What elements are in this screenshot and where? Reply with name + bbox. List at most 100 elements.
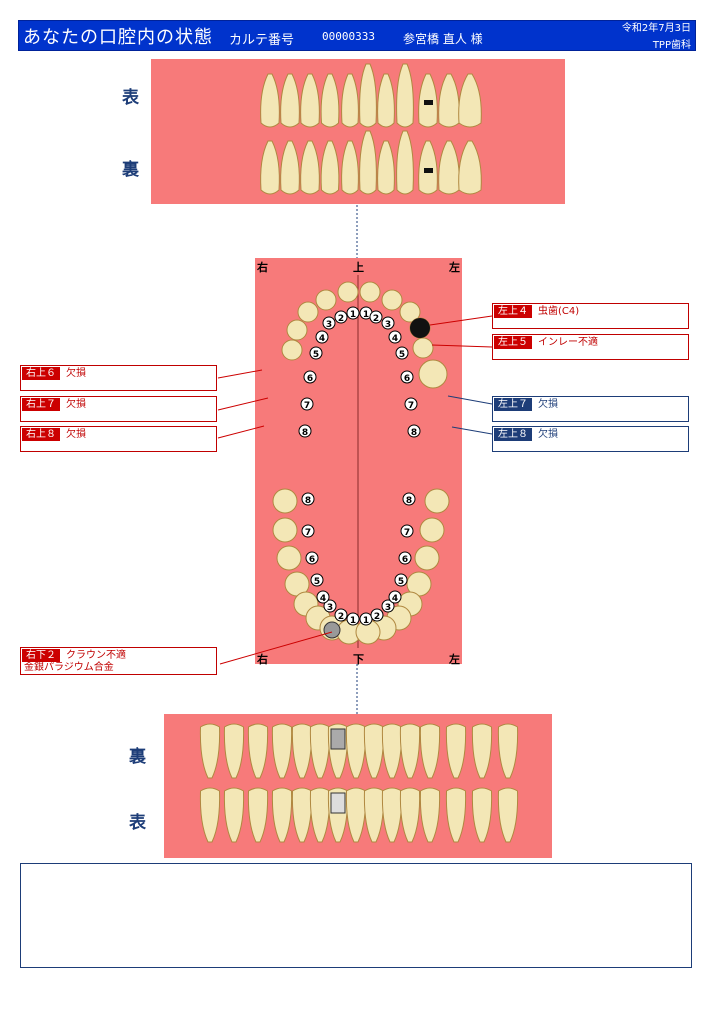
lower-front-tooth (419, 787, 441, 843)
lower-arch-tooth (419, 517, 445, 543)
upper-right-tooth-number: 5 (313, 350, 319, 360)
upper-back-tooth (300, 140, 320, 195)
lower-back-tooth (247, 723, 269, 779)
upper-right-tooth-number: 4 (319, 334, 325, 344)
leader-line (431, 344, 493, 348)
upper-left-tooth-circle (395, 346, 409, 360)
upper-left-tooth-circle (404, 397, 418, 411)
lower-right-tooth-circle (323, 599, 337, 613)
upper-front-tooth (280, 73, 300, 128)
note-upper-right-8: 右上８ 欠損 (20, 426, 217, 452)
upper-left-tooth-number: 4 (392, 334, 398, 344)
lower-back-tooth (399, 723, 421, 779)
lower-right-tooth-number: 4 (320, 594, 326, 604)
lower-front-tooth (309, 787, 331, 843)
upper-right-tooth-circle (315, 330, 329, 344)
upper-right-tooth-circle (298, 424, 312, 438)
lower-left-tooth-number: 8 (406, 496, 412, 506)
lower-front-tooth (291, 787, 313, 843)
lower-front-tooth (363, 787, 385, 843)
lower-arch-tooth (272, 517, 298, 543)
upper-back-tooth (359, 130, 377, 195)
leader-line (219, 631, 333, 665)
patient-name: 参宮橋 直人 様 (403, 32, 483, 46)
lower-right-tooth-number: 6 (309, 555, 315, 565)
karte-number: 00000333 (322, 30, 375, 43)
upper-left-tooth-circle (388, 330, 402, 344)
lower-back-tooth (199, 723, 221, 779)
lower-back-tooth (381, 723, 403, 779)
upper-right-tooth-number: 6 (307, 374, 313, 384)
note-upper-left-4: 左上４ 虫歯(C4) (492, 303, 689, 329)
lower-arch-tooth (414, 545, 440, 571)
lower-left-tooth-number: 6 (402, 555, 408, 565)
karte-label: カルテ番号 (229, 33, 295, 48)
lower-right-tooth-number: 7 (305, 528, 311, 538)
note-lower-right-2: 右下２ クラウン不適 金銀パラジウム合金 (20, 647, 217, 675)
lower-right-tooth-circle (305, 551, 319, 565)
lower-front-tooth (381, 787, 403, 843)
lower-left-tooth-circle (394, 573, 408, 587)
lower-left-tooth-circle (388, 590, 402, 604)
leader-line (447, 395, 493, 405)
lower-back-tooth (345, 723, 367, 779)
crown-mark (330, 728, 346, 750)
upper-arch-tooth (337, 281, 359, 303)
upper-right-tooth-circle (334, 310, 348, 324)
lower-left-tooth-number: 3 (385, 603, 391, 613)
lower-front-tooth (247, 787, 269, 843)
header-bar: あなたの口腔内の状態 カルテ番号 00000333 参宮橋 直人 様 令和2年7… (18, 20, 696, 51)
lower-left-tooth-number: 2 (374, 612, 380, 622)
note-upper-left-7: 左上７ 欠損 (492, 396, 689, 422)
upper-arch-tooth (359, 281, 381, 303)
lower-left-tooth-number: 5 (398, 577, 404, 587)
note-upper-right-6: 右上６ 欠損 (20, 365, 217, 391)
upper-back-tooth (280, 140, 300, 195)
upper-right-tooth-circle (309, 346, 323, 360)
arch-left-top: 左 (449, 261, 460, 274)
lower-right-tooth-number: 2 (338, 612, 344, 622)
upper-right-tooth-number: 3 (326, 320, 332, 330)
upper-front-tooth (359, 63, 377, 128)
upper-back-tooth (260, 140, 280, 195)
upper-left-tooth-circle (369, 310, 383, 324)
upper-left-tooth-number: 8 (411, 428, 417, 438)
lower-back-tooth (271, 723, 293, 779)
arch-left-bottom: 左 (449, 653, 460, 666)
note-upper-left-5: 左上５ インレー不適 (492, 334, 689, 360)
lower-right-tooth-number: 5 (314, 577, 320, 587)
upper-back-tooth (377, 140, 395, 195)
note-upper-left-8: 左上８ 欠損 (492, 426, 689, 452)
lower-left-tooth-circle (400, 524, 414, 538)
lower-front-tooth (471, 787, 493, 843)
upper-left-tooth-number: 6 (404, 374, 410, 384)
arch-lower-label: 下 (353, 653, 364, 666)
arch-upper-label: 上 (353, 261, 364, 274)
upper-right-tooth-circle (322, 316, 336, 330)
upper-right-tooth-circle (346, 306, 360, 320)
upper-left-tooth-number: 2 (373, 314, 379, 324)
upper-front-tooth (341, 73, 359, 128)
upper-right-tooth-number: 8 (302, 428, 308, 438)
upper-left-tooth-number: 1 (363, 310, 369, 320)
upper-right-tooth-number: 2 (338, 314, 344, 324)
lower-back-tooth (309, 723, 331, 779)
lower-back-tooth (363, 723, 385, 779)
comment-box[interactable] (20, 863, 692, 968)
lower-left-tooth-number: 7 (404, 528, 410, 538)
leader-line (217, 397, 269, 411)
upper-left-tooth-circle (381, 316, 395, 330)
lower-right-tooth-number: 1 (350, 616, 356, 626)
lower-left-tooth-number: 1 (363, 616, 369, 626)
upper-left-tooth-number: 3 (385, 320, 391, 330)
upper-arch-tooth (297, 301, 319, 323)
lower-right-tooth-circle (301, 492, 315, 506)
upper-back-tooth (320, 140, 340, 195)
upper-front-tooth (260, 73, 280, 128)
upper-arch-tooth (286, 319, 308, 341)
crown-mark (323, 621, 341, 639)
lower-back-tooth (497, 723, 519, 779)
clinic-name: TPP歯科 (652, 40, 691, 51)
decay-mark (424, 168, 433, 173)
